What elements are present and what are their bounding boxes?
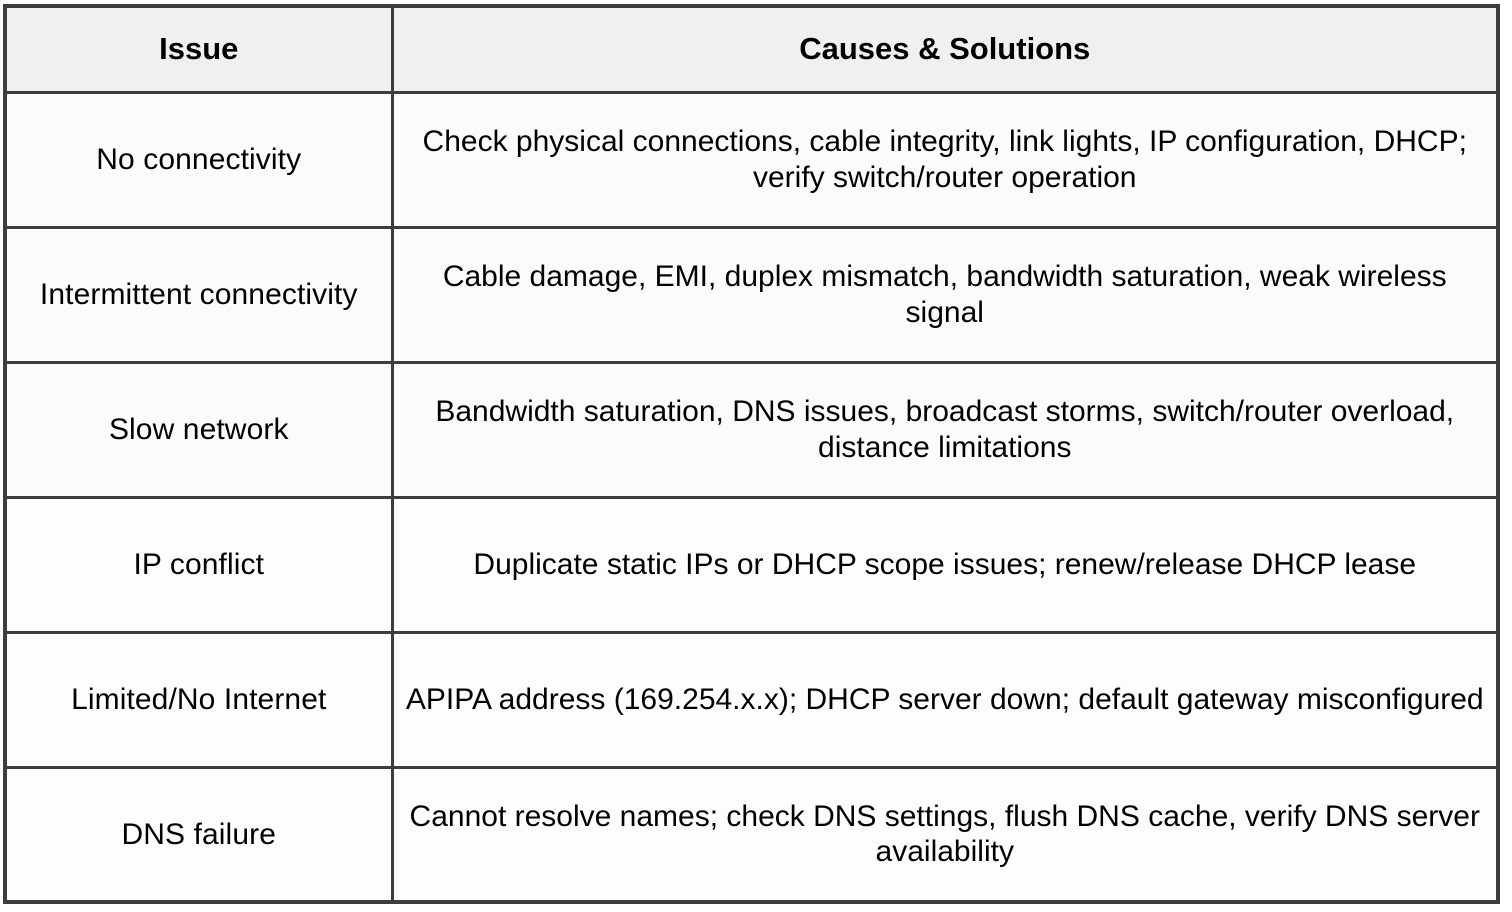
cell-issue: No connectivity [3,90,394,229]
table-row: Limited/No Internet APIPA address (169.2… [3,630,1500,769]
column-header-issue: Issue [3,4,394,94]
cell-causes: Cable damage, EMI, duplex mismatch, band… [390,225,1500,364]
table-row: IP conflict Duplicate static IPs or DHCP… [3,495,1500,634]
cell-causes: Bandwidth saturation, DNS issues, broadc… [390,360,1500,499]
table-body: No connectivity Check physical connectio… [3,90,1500,904]
cell-causes: Check physical connections, cable integr… [390,90,1500,229]
cell-causes: Cannot resolve names; check DNS settings… [390,765,1500,904]
table-row: Slow network Bandwidth saturation, DNS i… [3,360,1500,499]
cell-issue: DNS failure [3,765,394,904]
network-troubleshooting-table: Issue Causes & Solutions No connectivity… [3,4,1500,904]
cell-causes: APIPA address (169.254.x.x); DHCP server… [390,630,1500,769]
cell-issue: Limited/No Internet [3,630,394,769]
table-header-row: Issue Causes & Solutions [3,4,1500,94]
cell-issue: IP conflict [3,495,394,634]
column-header-causes-solutions: Causes & Solutions [390,4,1500,94]
cell-causes: Duplicate static IPs or DHCP scope issue… [390,495,1500,634]
table-row: No connectivity Check physical connectio… [3,90,1500,229]
cell-issue: Slow network [3,360,394,499]
table-row: DNS failure Cannot resolve names; check … [3,765,1500,904]
table-row: Intermittent connectivity Cable damage, … [3,225,1500,364]
table-header: Issue Causes & Solutions [3,4,1500,94]
cell-issue: Intermittent connectivity [3,225,394,364]
